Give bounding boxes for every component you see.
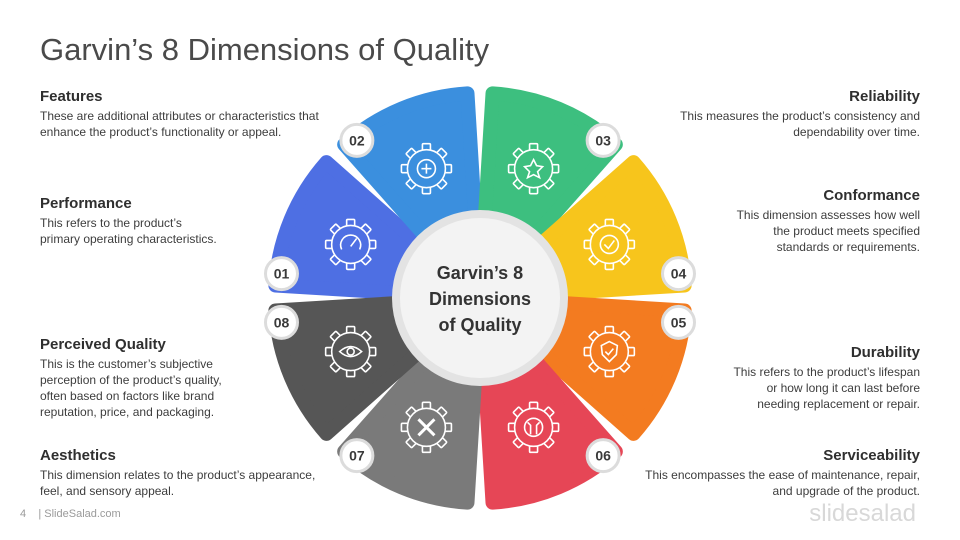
dimension-title: Reliability	[849, 88, 920, 105]
star-gear-icon	[507, 142, 560, 195]
page-number: 4	[20, 508, 27, 520]
center-hub: Garvin’s 8 Dimensions of Quality	[392, 210, 568, 386]
dimension-performance: Performance This refers to the product’s…	[40, 195, 370, 247]
ruler-pencil-gear-icon	[400, 401, 453, 454]
dimension-perceived-quality: Perceived Quality This is the customer’s…	[40, 336, 370, 420]
badge-number: 03	[595, 132, 611, 148]
dimension-title: Aesthetics	[40, 447, 116, 464]
footer-site[interactable]: | SlideSalad.com	[38, 508, 121, 520]
dimension-conformance: Conformance This dimension assesses how …	[590, 187, 920, 255]
center-title-line-2: Dimensions	[429, 289, 531, 309]
badge-02: 02	[339, 122, 375, 158]
center-title-line-3: of Quality	[438, 315, 521, 335]
dimension-title: Durability	[850, 344, 920, 361]
dimension-features: Features These are additional attributes…	[40, 88, 370, 140]
badge-01: 01	[263, 256, 299, 292]
badge-04: 04	[661, 256, 697, 292]
badge-number: 02	[349, 132, 365, 148]
badge-07: 07	[339, 438, 375, 474]
dimension-desc: This measures the product’s consistency …	[680, 109, 920, 139]
badge-number: 06	[595, 448, 611, 464]
badge-number: 08	[274, 314, 290, 330]
dimension-title: Serviceability	[823, 447, 920, 464]
badge-number: 04	[671, 266, 687, 282]
dimension-title: Performance	[40, 195, 132, 212]
check-gear-icon	[583, 218, 636, 271]
page-title: Garvin’s 8 Dimensions of Quality	[40, 32, 490, 67]
badge-number: 05	[671, 314, 687, 330]
dimension-desc: This dimension relates to the product’s …	[40, 468, 316, 498]
dimension-title: Perceived Quality	[40, 336, 166, 353]
eye-gear-icon	[324, 325, 377, 378]
gauge-icon	[324, 218, 377, 271]
badge-number: 07	[349, 448, 365, 464]
dimension-title: Conformance	[823, 187, 920, 204]
brand-logo: slidesalad	[809, 500, 916, 527]
dimension-serviceability: Serviceability This encompasses the ease…	[590, 447, 920, 499]
plus-gear-icon	[400, 142, 453, 195]
badge-03: 03	[585, 122, 621, 158]
dimension-aesthetics: Aesthetics This dimension relates to the…	[40, 447, 370, 499]
badge-05: 05	[661, 304, 697, 340]
dimension-title: Features	[40, 88, 103, 105]
badge-number: 01	[274, 266, 290, 282]
dimension-durability: Durability This refers to the product’s …	[590, 344, 920, 412]
badge-06: 06	[585, 438, 621, 474]
center-title-line-1: Garvin’s 8	[437, 263, 523, 283]
wrench-gear-icon	[507, 401, 560, 454]
dimension-desc: These are additional attributes or chara…	[40, 109, 319, 139]
dimension-reliability: Reliability This measures the product’s …	[590, 88, 920, 140]
shield-gear-icon	[583, 325, 636, 378]
footer: 4 | SlideSalad.com	[20, 508, 121, 520]
badge-08: 08	[263, 304, 299, 340]
dimension-desc: This encompasses the ease of maintenance…	[645, 468, 920, 498]
